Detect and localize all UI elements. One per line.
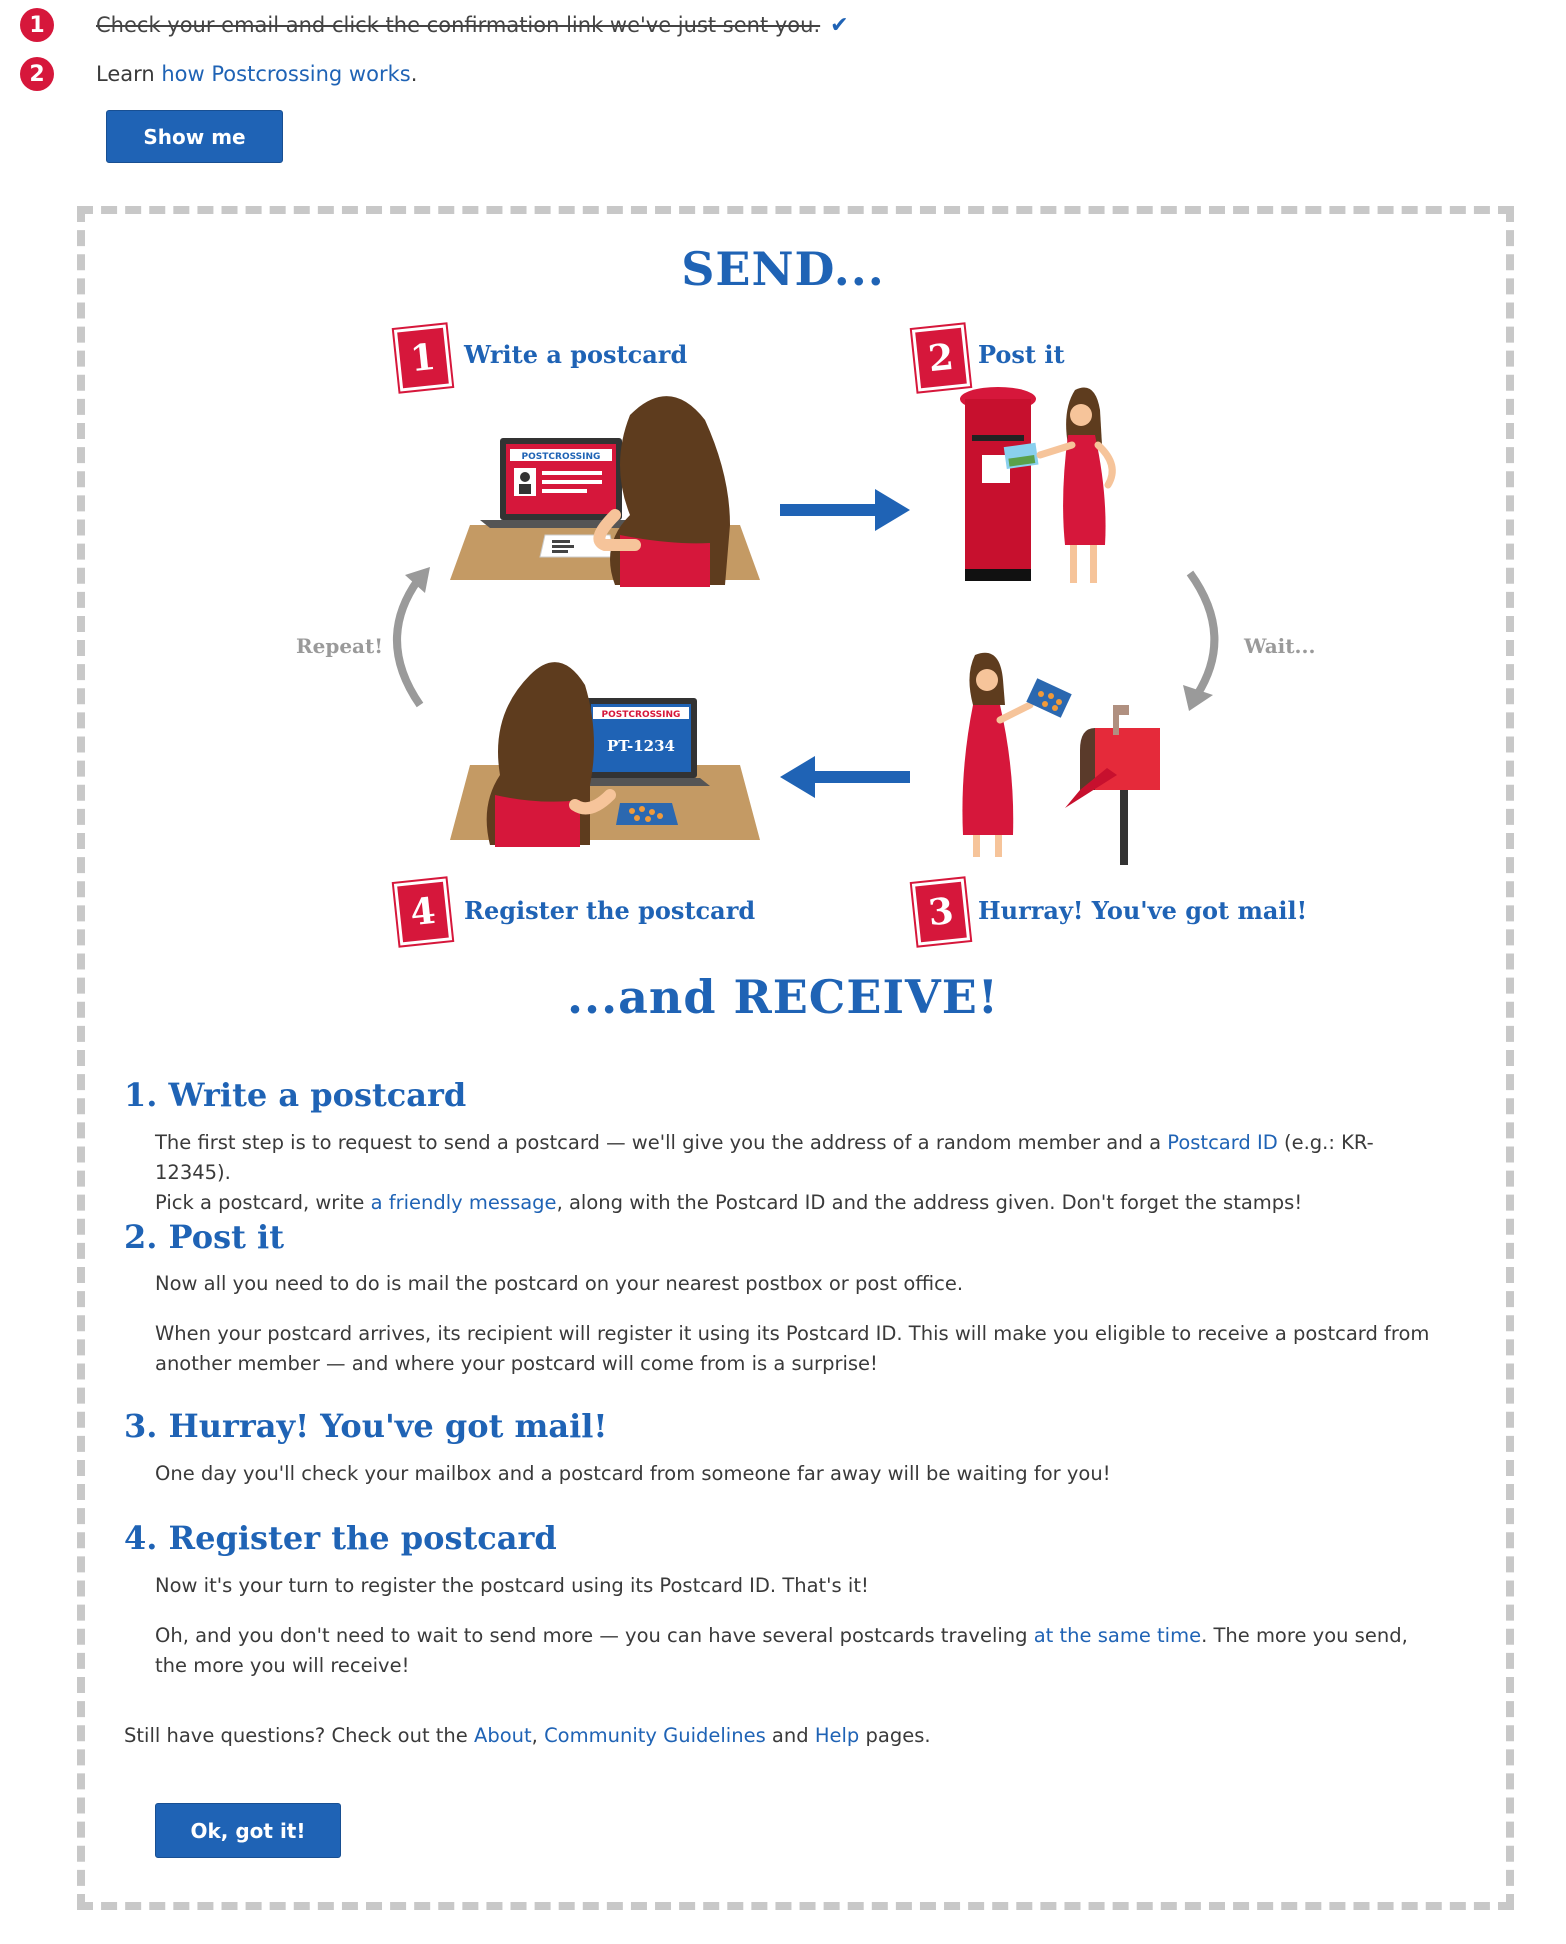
hair-shape	[610, 396, 730, 585]
postcard-id-link[interactable]: Postcard ID	[1167, 1131, 1278, 1154]
send-title: SEND...	[681, 242, 885, 296]
woman-dress	[962, 705, 1014, 835]
section-2-text-1: Now all you need to do is mail the postc…	[155, 1272, 964, 1295]
still-have-questions-text: Still have questions? Check out the Abou…	[124, 1724, 931, 1747]
section-3-heading: 3. Hurray! You've got mail!	[124, 1407, 608, 1445]
step-learn-text: Learn how Postcrossing works.	[96, 62, 418, 86]
arrow-right-icon	[780, 489, 910, 531]
checkmark-icon: ✔	[830, 12, 849, 38]
repeat-label: Repeat!	[296, 634, 384, 658]
show-me-button[interactable]: Show me	[106, 110, 283, 163]
got-mail-illustration	[962, 652, 1160, 865]
section-4-text-1: Now it's your turn to register the postc…	[155, 1574, 869, 1597]
post-it-illustration	[960, 387, 1116, 583]
step-1-label: Write a postcard	[464, 340, 688, 369]
mailbox-post	[1120, 790, 1128, 865]
at-the-same-time-link[interactable]: at the same time	[1033, 1624, 1202, 1647]
step-number-badge: 2	[20, 57, 54, 91]
section-4-heading: 4. Register the postcard	[124, 1519, 557, 1557]
step-learn: 2 Learn how Postcrossing works.	[20, 57, 417, 91]
step-confirm-email-text: Check your email and click the confirmat…	[96, 13, 821, 37]
step-confirm-email: 1 Check your email and click the confirm…	[20, 8, 849, 42]
screen-postcard-id: PT-1234	[607, 737, 675, 755]
section-2-heading: 2. Post it	[124, 1218, 284, 1256]
section-2-text-2: When your postcard arrives, its recipien…	[155, 1322, 1430, 1375]
step-2-stamp: 2	[915, 327, 967, 389]
receive-title: ...and RECEIVE!	[567, 970, 999, 1024]
repeat-arrow-icon	[393, 567, 430, 708]
step-3-stamp: 3	[915, 881, 967, 943]
how-postcrossing-works-link[interactable]: how Postcrossing works	[161, 62, 411, 86]
step-3-label: Hurray! You've got mail!	[978, 896, 1308, 925]
how-it-works-panel	[77, 206, 1514, 1910]
section-4-text-2: Oh, and you don't need to wait to send m…	[155, 1624, 1408, 1677]
step-4-label: Register the postcard	[464, 896, 756, 925]
screen-logo-text: POSTCROSSING	[602, 710, 681, 720]
about-link[interactable]: About	[474, 1724, 532, 1747]
arrow-left-icon	[780, 756, 910, 798]
postbox-body	[965, 399, 1031, 569]
step-2-label: Post it	[978, 340, 1065, 369]
help-link[interactable]: Help	[814, 1724, 860, 1747]
screen-logo-text: POSTCROSSING	[522, 452, 601, 462]
wait-arrow-icon	[1183, 570, 1219, 711]
ok-got-it-button[interactable]: Ok, got it!	[155, 1803, 341, 1858]
friendly-message-link[interactable]: a friendly message	[370, 1191, 557, 1214]
mailbox-door	[1065, 768, 1117, 808]
woman-dress	[1063, 435, 1106, 545]
register-postcard-illustration: POSTCROSSING PT-1234	[450, 662, 760, 847]
write-postcard-illustration: POSTCROSSING	[450, 396, 760, 587]
section-1-heading: 1. Write a postcard	[124, 1076, 467, 1114]
section-1-text: The first step is to request to send a p…	[155, 1131, 1374, 1214]
wait-label: Wait...	[1244, 634, 1316, 658]
section-3-text: One day you'll check your mailbox and a …	[155, 1462, 1111, 1485]
step-number-badge: 1	[20, 8, 54, 42]
community-guidelines-link[interactable]: Community Guidelines	[544, 1724, 766, 1747]
step-1-stamp: 1	[397, 327, 449, 389]
step-4-stamp: 4	[397, 881, 449, 943]
